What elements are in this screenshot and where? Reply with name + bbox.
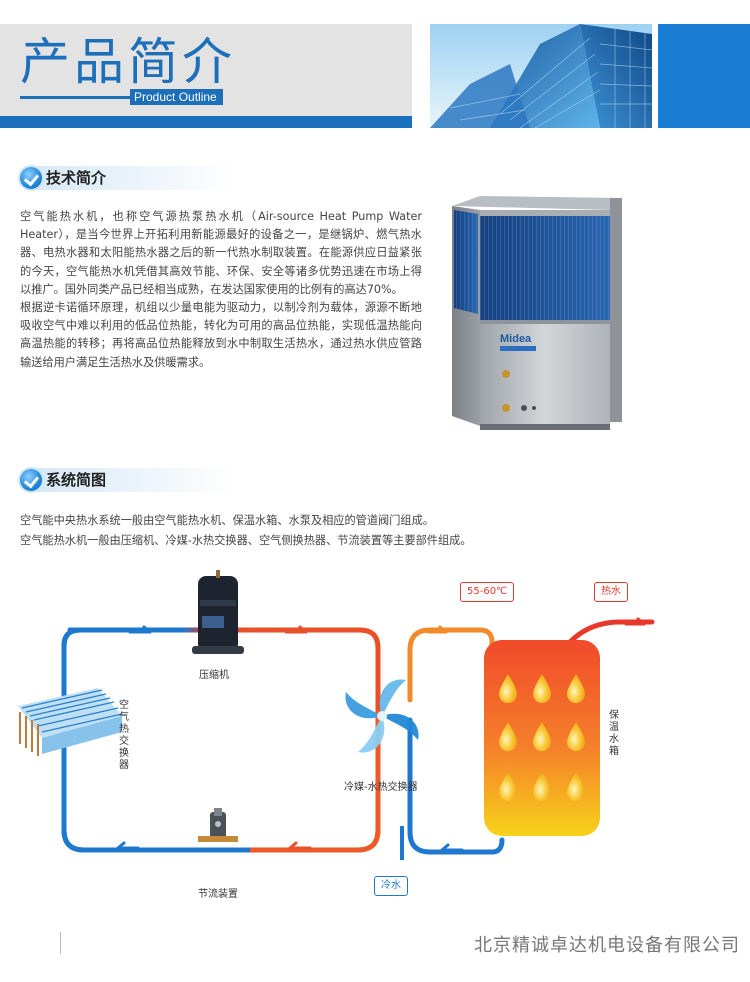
brand-logo-text: Midea: [500, 333, 532, 345]
refrigerant-exchanger-label: 冷媒-水热交换器: [344, 782, 418, 793]
temperature-tag: 55-60℃: [460, 582, 515, 602]
system-paragraph-1: 空气能中央热水系统一般由空气能热水机、保温水箱、水泵及相应的管道阀门组成。: [20, 514, 434, 527]
header-accent-block: [658, 24, 750, 128]
header-band-underline: [0, 116, 412, 128]
tech-paragraph-2: 根据逆卡诺循环原理，机组以少量电能为驱动力，以制冷剂为载体，源源不断地吸收空气中…: [20, 301, 422, 369]
section-heading-tech: 技术简介: [20, 166, 250, 190]
throttle-label: 节流装置: [198, 889, 238, 900]
section-heading-label: 技术简介: [46, 169, 107, 187]
water-drop-icons: [499, 674, 585, 801]
footer-divider: [60, 932, 61, 954]
system-paragraph-2: 空气能热水机一般由压缩机、冷媒-水热交换器、空气侧换热器、节流装置等主要部件组成…: [20, 534, 472, 547]
compressor-icon: [192, 570, 244, 654]
tank-label: 保温水箱: [609, 710, 619, 757]
air-heat-exchanger-icon: [18, 688, 123, 756]
subtitle-bar: [20, 96, 130, 99]
tech-paragraph-1: 空气能热水机，也称空气源热泵热水机（Air-source Heat Pump W…: [20, 210, 422, 296]
air-exchanger-label: 空气热交换器: [119, 700, 129, 771]
page-subtitle: Product Outline: [130, 89, 223, 105]
heat-pump-unit-image: Midea: [440, 194, 630, 434]
system-intro-text: 空气能中央热水系统一般由空气能热水机、保温水箱、水泵及相应的管道阀门组成。 空气…: [20, 511, 580, 551]
check-bullet-icon: [20, 167, 42, 189]
tech-intro-text: 空气能热水机，也称空气源热泵热水机（Air-source Heat Pump W…: [20, 208, 422, 372]
compressor-label: 压缩机: [199, 670, 229, 681]
building-banner-image: [430, 24, 652, 128]
section-heading-label: 系统简图: [46, 471, 107, 489]
check-bullet-icon: [20, 469, 42, 491]
cold-water-tag: 冷水: [374, 876, 408, 896]
hot-water-tag: 热水: [594, 582, 628, 602]
company-name: 北京精诚卓达机电设备有限公司: [474, 935, 740, 956]
page-title: 产品简介: [20, 33, 236, 91]
system-diagram: 压缩机 空气热交换器 冷媒-水热交换器 节流装置 保温水箱 55-60℃ 热水 …: [0, 570, 750, 910]
refrigerant-water-exchanger-icon: [345, 679, 419, 753]
section-heading-system: 系统简图: [20, 468, 250, 492]
throttle-valve-icon: [198, 808, 238, 842]
